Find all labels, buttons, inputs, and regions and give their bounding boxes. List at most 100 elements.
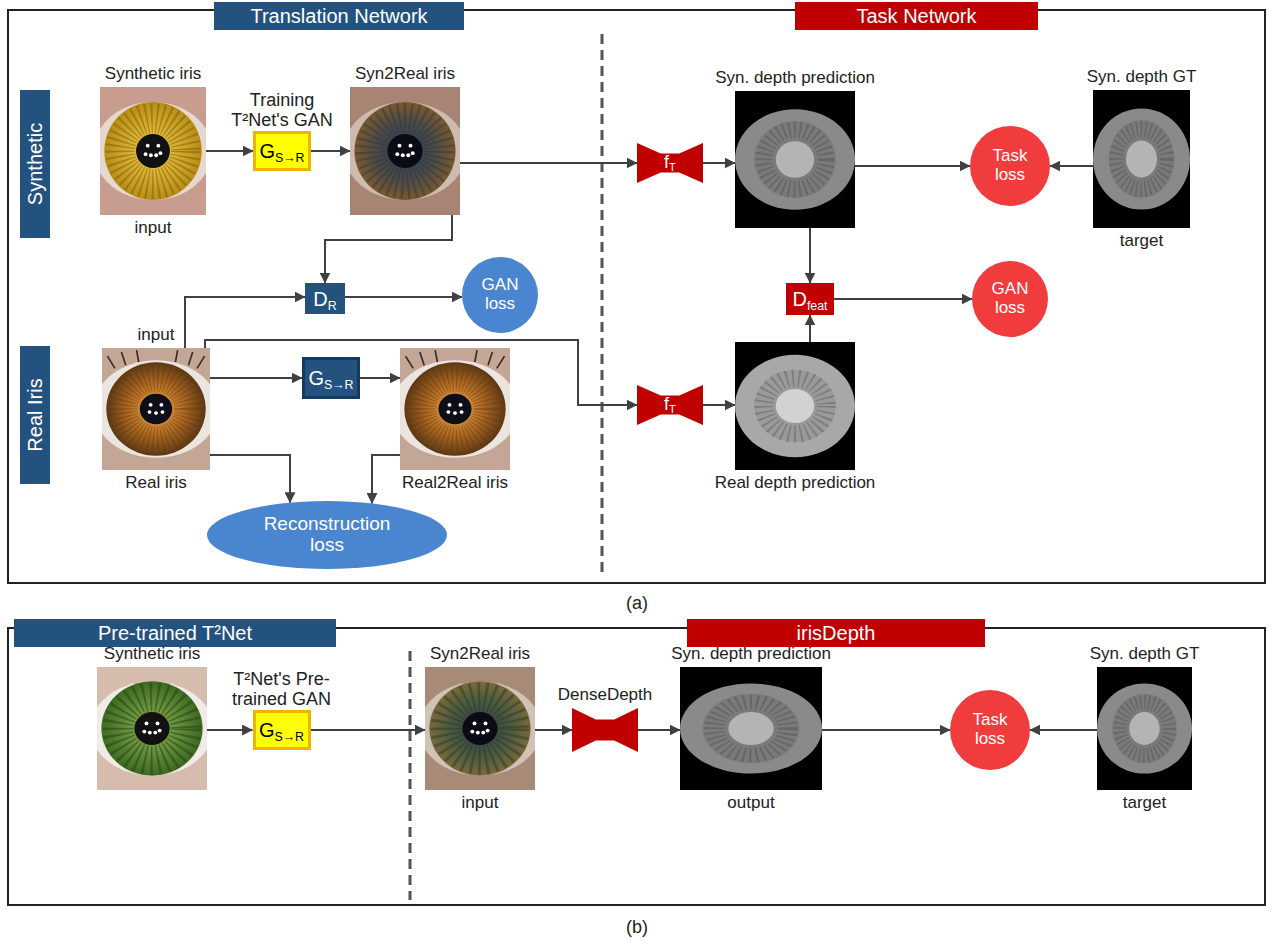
- node-label: Task loss: [961, 711, 1019, 748]
- depth-image: Syn. depth GTtarget: [1097, 667, 1192, 790]
- divider-line: [601, 34, 604, 578]
- subscript: S→R: [275, 151, 305, 165]
- arrow-connector: [360, 377, 400, 379]
- panel-frame: [8, 10, 1265, 583]
- iris-picture: [391, 348, 519, 470]
- caption-label: Syn. depth prediction: [715, 68, 875, 88]
- loss-circle: GAN loss: [972, 261, 1048, 337]
- caption-label: Synthetic iris: [104, 644, 200, 664]
- discriminator-box: DR: [305, 283, 345, 314]
- network-bowtie: fT: [637, 385, 703, 425]
- depth-image: Real depth prediction: [735, 342, 855, 470]
- depth-picture: [735, 342, 855, 470]
- arrow-connector: [1030, 729, 1097, 731]
- arrow-connector: [855, 165, 970, 167]
- subscript: S→R: [324, 378, 354, 392]
- divider-line: [409, 651, 412, 900]
- node-label: Real Iris: [24, 378, 46, 451]
- depth-picture: [735, 91, 855, 228]
- iris-image: Synthetic irisinput: [100, 87, 206, 215]
- arrow-connector: [638, 729, 680, 731]
- arrow-connector: [206, 150, 253, 152]
- discriminator-box: Dfeat: [786, 283, 834, 315]
- node-label: Task loss: [981, 147, 1039, 184]
- depth-image: Syn. depth prediction: [735, 91, 855, 228]
- subscript: S→R: [274, 730, 304, 744]
- iris-image: Synthetic iris: [97, 667, 207, 790]
- caption-label: input: [462, 793, 499, 813]
- bowtie-outline: [572, 708, 638, 752]
- caption-label: Real2Real iris: [402, 473, 508, 493]
- iris-picture: [93, 348, 218, 470]
- subscript: feat: [807, 299, 828, 313]
- iris-image: Syn2Real irisinput: [425, 667, 535, 790]
- caption-label: Real iris: [125, 473, 186, 493]
- arrow-connector: [535, 729, 572, 731]
- node-label: GAN loss: [473, 276, 528, 313]
- arrow-connector: [460, 162, 637, 164]
- caption-label: Syn2Real iris: [430, 644, 530, 664]
- row-band: Synthetic: [20, 90, 50, 238]
- circle-shape: [970, 126, 1050, 206]
- depth-picture: [1097, 667, 1192, 790]
- node-label: fT: [664, 153, 676, 173]
- circle-shape: [972, 261, 1048, 337]
- caption-label: target: [1123, 793, 1166, 813]
- arrow-connector: [703, 162, 735, 164]
- network-bowtie: fT: [637, 143, 703, 183]
- caption-label: DenseDepth: [558, 685, 653, 705]
- caption-label: Syn. depth GT: [1090, 644, 1200, 664]
- bowtie-shape: [572, 708, 638, 752]
- section-band: irisDepth: [687, 619, 985, 647]
- circle-shape: [950, 690, 1030, 770]
- node-label: Reconstruction loss: [253, 514, 402, 556]
- caption-label: Syn2Real iris: [355, 64, 455, 84]
- node-label: Translation Network: [250, 5, 427, 27]
- iris-picture: [418, 667, 541, 790]
- arrow-connector: [311, 729, 426, 731]
- loss-circle: GAN loss: [462, 257, 538, 333]
- arrow-connector: [210, 377, 302, 379]
- ellipse-shape: [207, 501, 447, 569]
- generator-box: T²Net's Pre-trained GANGS→R: [253, 710, 311, 750]
- iris-image: inputReal iris: [102, 348, 210, 470]
- caption-label: input: [138, 325, 175, 345]
- node-label: Pre-trained T²Net: [98, 622, 252, 644]
- panel-label: (b): [626, 917, 648, 938]
- arrow-connector: [207, 729, 253, 731]
- subscript: R: [328, 298, 337, 312]
- arrow-connector: [809, 228, 811, 283]
- caption-label: Syn. depth GT: [1087, 67, 1197, 87]
- section-band: Task Network: [795, 2, 1038, 30]
- iris-picture: [90, 667, 213, 790]
- caption-label: output: [727, 793, 774, 813]
- node-label: Dfeat: [792, 288, 827, 310]
- depth-image: Syn. depth GTtarget: [1093, 90, 1190, 228]
- row-band: Real Iris: [20, 346, 50, 484]
- iris-image: Real2Real iris: [400, 348, 510, 470]
- caption-label: Training T²Net's GAN: [222, 90, 342, 131]
- arrow-connector: [809, 315, 811, 342]
- arrow-connector: [205, 340, 637, 405]
- generator-box: GS→R: [302, 357, 360, 399]
- arrow-connector: [822, 729, 950, 731]
- iris-picture: [343, 87, 466, 215]
- node-label: Task Network: [856, 5, 976, 27]
- loss-ellipse: Reconstruction loss: [207, 501, 447, 569]
- node-label: GS→R: [259, 719, 304, 741]
- depth-picture: [680, 667, 822, 790]
- bowtie-shape: [637, 143, 703, 183]
- arrow-connector: [703, 404, 735, 406]
- subscript: T: [669, 403, 676, 415]
- subscript: T: [669, 161, 676, 173]
- node-label: GS→R: [308, 367, 353, 389]
- iris-picture: [94, 87, 213, 215]
- node-label: Synthetic: [24, 123, 46, 205]
- caption-label: T²Net's Pre-trained GAN: [212, 669, 352, 710]
- arrow-connector: [325, 215, 452, 283]
- circle-shape: [462, 257, 538, 333]
- caption-label: input: [135, 218, 172, 238]
